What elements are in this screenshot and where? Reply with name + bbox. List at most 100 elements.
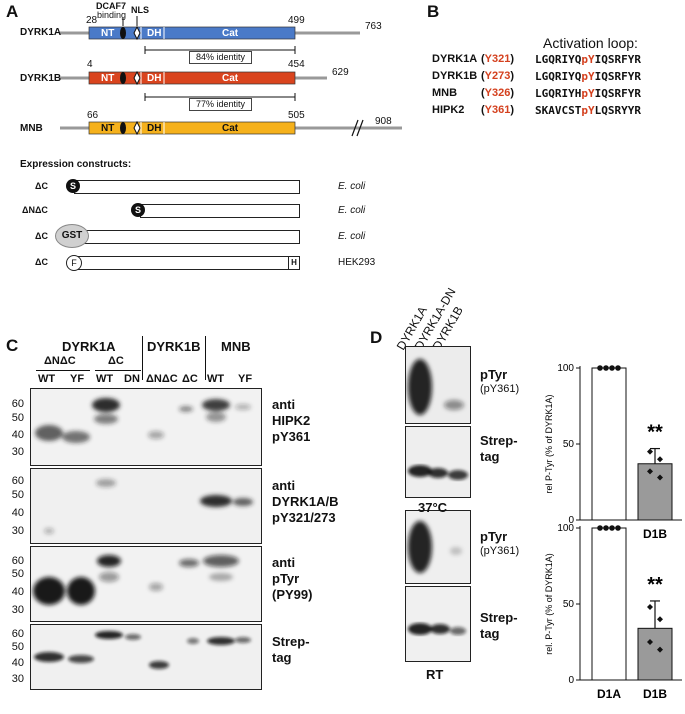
- kinase-domain-bar: [88, 71, 296, 85]
- cat-domain-mnb: Cat: [222, 123, 239, 134]
- lane-label: WT: [96, 373, 114, 385]
- constructs-title: Expression constructs:: [20, 159, 132, 170]
- dcaf7-label: DCAF7: [96, 1, 127, 11]
- kinase-domain-bar: [88, 26, 296, 40]
- construct-label: ΔC: [35, 231, 48, 241]
- subgroup-label-dndc: ΔNΔC: [44, 355, 76, 367]
- dh-domain-dyrk1b: DH: [147, 73, 162, 84]
- dh-domain-dyrk1a: DH: [147, 28, 162, 39]
- significance-annotation: **: [647, 574, 663, 596]
- marker-label: 30: [11, 525, 24, 537]
- x-tick-label: D1B: [643, 527, 667, 541]
- blot-d-strep-rt: [405, 586, 471, 662]
- data-point: [647, 468, 653, 475]
- row-protein: HIPK2: [432, 104, 465, 116]
- row-sequence: LGQRIYQpYIQSRFYR: [535, 53, 641, 66]
- marker-label: 50: [11, 568, 24, 580]
- data-point: [609, 525, 615, 531]
- kinase-domain-bar: [88, 121, 296, 135]
- dcaf7-binding-icon: [120, 122, 126, 134]
- blot-bands: [35, 398, 251, 443]
- lane-label: WT: [207, 373, 225, 385]
- construct-label: ΔC: [35, 181, 48, 191]
- marker-label: 40: [11, 429, 24, 441]
- host-label: HEK293: [338, 257, 376, 268]
- lane-label: YF: [70, 373, 85, 385]
- end-num-mnb: 908: [375, 116, 392, 127]
- blot-label-tag: tag: [480, 626, 500, 641]
- cat-domain-dyrk1b: Cat: [222, 73, 239, 84]
- condition-rt: RT: [426, 667, 444, 682]
- data-point: [597, 525, 603, 531]
- marker-label: 50: [11, 489, 24, 501]
- blot-label: pY361: [272, 429, 311, 444]
- his-tag-icon: H: [288, 256, 300, 270]
- lane-label: ΔNΔC: [146, 373, 178, 385]
- nls-label: NLS: [131, 5, 149, 15]
- protein-label-dyrk1b: DYRK1B: [20, 73, 62, 84]
- group-label-dyrk1b: DYRK1B: [147, 339, 201, 354]
- bar: [591, 367, 627, 521]
- marker-label: 50: [11, 412, 24, 424]
- cat-end-num-dyrk1b: 454: [288, 59, 305, 70]
- marker-label: 60: [11, 628, 24, 640]
- data-point: [657, 456, 663, 463]
- data-point: [657, 474, 663, 481]
- construct-bar: [74, 256, 300, 270]
- start-num-mnb: 66: [87, 110, 99, 121]
- subgroup-underline: [36, 370, 90, 371]
- condition-37c: 37°C: [418, 500, 448, 515]
- protein-label-mnb: MNB: [20, 123, 43, 134]
- lane-label: DN: [124, 373, 140, 385]
- row-sequence: LGQRIYQpYIQSRFYR: [535, 70, 641, 83]
- blot-label: anti: [272, 555, 296, 570]
- subgroup-label-dc: ΔC: [108, 355, 124, 367]
- western-blot-dyrk1ab: [30, 468, 262, 544]
- identity-label-1: 84% identity: [189, 51, 253, 64]
- marker-label: 30: [11, 673, 24, 685]
- marker-label: 40: [11, 586, 24, 598]
- blot-label-strep: Strep-: [480, 610, 518, 625]
- blot-bands: [34, 631, 251, 669]
- row-sequence: SKAVCSTpYLQSRYYR: [535, 104, 641, 117]
- bar: [591, 527, 627, 681]
- start-num-dyrk1a: 28: [86, 15, 98, 26]
- data-point: [615, 365, 621, 371]
- subgroup-underline: [95, 370, 141, 371]
- row-site: (Y361): [481, 104, 515, 116]
- identity-label-2: 77% identity: [189, 98, 253, 111]
- row-site: (Y273): [481, 70, 515, 82]
- western-blot-strep: [30, 624, 262, 690]
- construct-label: ΔC: [35, 257, 48, 267]
- axis-break-mark: [351, 119, 359, 137]
- blot-bands: [33, 555, 239, 605]
- marker-label: 40: [11, 657, 24, 669]
- data-point: [647, 604, 653, 611]
- data-point: [603, 525, 609, 531]
- blot-d-strep-37c: [405, 426, 471, 498]
- y-tick-label: 100: [557, 523, 574, 534]
- lane-label: ΔC: [182, 373, 198, 385]
- axis-break-mark: [356, 119, 364, 137]
- activation-loop-title: Activation loop:: [543, 35, 638, 51]
- nls-icon: [133, 70, 141, 86]
- blot-label: DYRK1A/B: [272, 494, 339, 509]
- host-label: E. coli: [338, 231, 366, 242]
- nt-domain-dyrk1b: NT: [101, 73, 115, 84]
- panel-a-letter: A: [6, 2, 19, 21]
- blot-bands: [408, 521, 462, 573]
- blot-bands: [44, 479, 253, 534]
- blot-label-tag: tag: [480, 449, 500, 464]
- marker-label: 60: [11, 475, 24, 487]
- blot-label: (PY99): [272, 587, 313, 602]
- gst-tag-icon: GST: [55, 224, 89, 248]
- y-tick-label: 50: [563, 599, 575, 610]
- dcaf7-binding-icon: [120, 27, 126, 39]
- blot-label-strep: Strep-: [480, 433, 518, 448]
- cat-end-num-mnb: 505: [288, 110, 305, 121]
- cat-end-num-dyrk1a: 499: [288, 15, 305, 26]
- blot-d-ptyr-37c: [405, 346, 471, 424]
- nt-domain-dyrk1a: NT: [101, 28, 115, 39]
- x-tick-label: D1B: [643, 687, 667, 701]
- lane-label: YF: [238, 373, 253, 385]
